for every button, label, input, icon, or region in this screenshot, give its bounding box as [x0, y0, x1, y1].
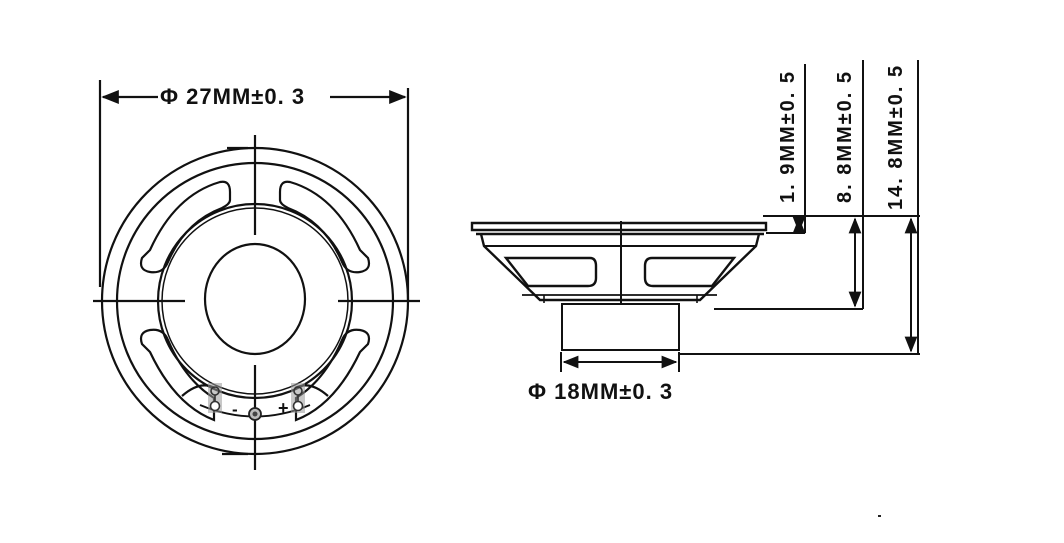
dimension-label-8-8: 8. 8MM±0. 5 — [834, 69, 856, 203]
frame-window-bl — [139, 328, 216, 422]
stray-mark — [878, 515, 881, 517]
front-view — [93, 80, 420, 470]
side-view — [470, 60, 920, 372]
magnet-diameter-label: Φ 18MM±0. 3 — [528, 379, 674, 404]
flange-top — [470, 221, 768, 232]
dimension-label-14-8: 14. 8MM±0. 5 — [885, 63, 907, 210]
frame-window-br — [294, 328, 371, 422]
outer-diameter-label: Φ 27MM±0. 3 — [158, 84, 308, 109]
frame-window-tl — [139, 180, 232, 274]
dimension-label-1-9: 1. 9MM±0. 5 — [777, 69, 799, 203]
terminal-plus-icon — [292, 400, 304, 412]
side-window-left — [503, 256, 598, 288]
side-window-right — [643, 256, 737, 288]
magnet — [561, 303, 680, 351]
terminal-plus-label: + — [278, 398, 289, 418]
dust-cap — [203, 242, 307, 356]
terminals — [208, 383, 305, 421]
frame-window-tr — [278, 180, 371, 274]
terminal-minus-label: - — [232, 400, 238, 419]
terminal-minus-icon — [209, 400, 221, 412]
